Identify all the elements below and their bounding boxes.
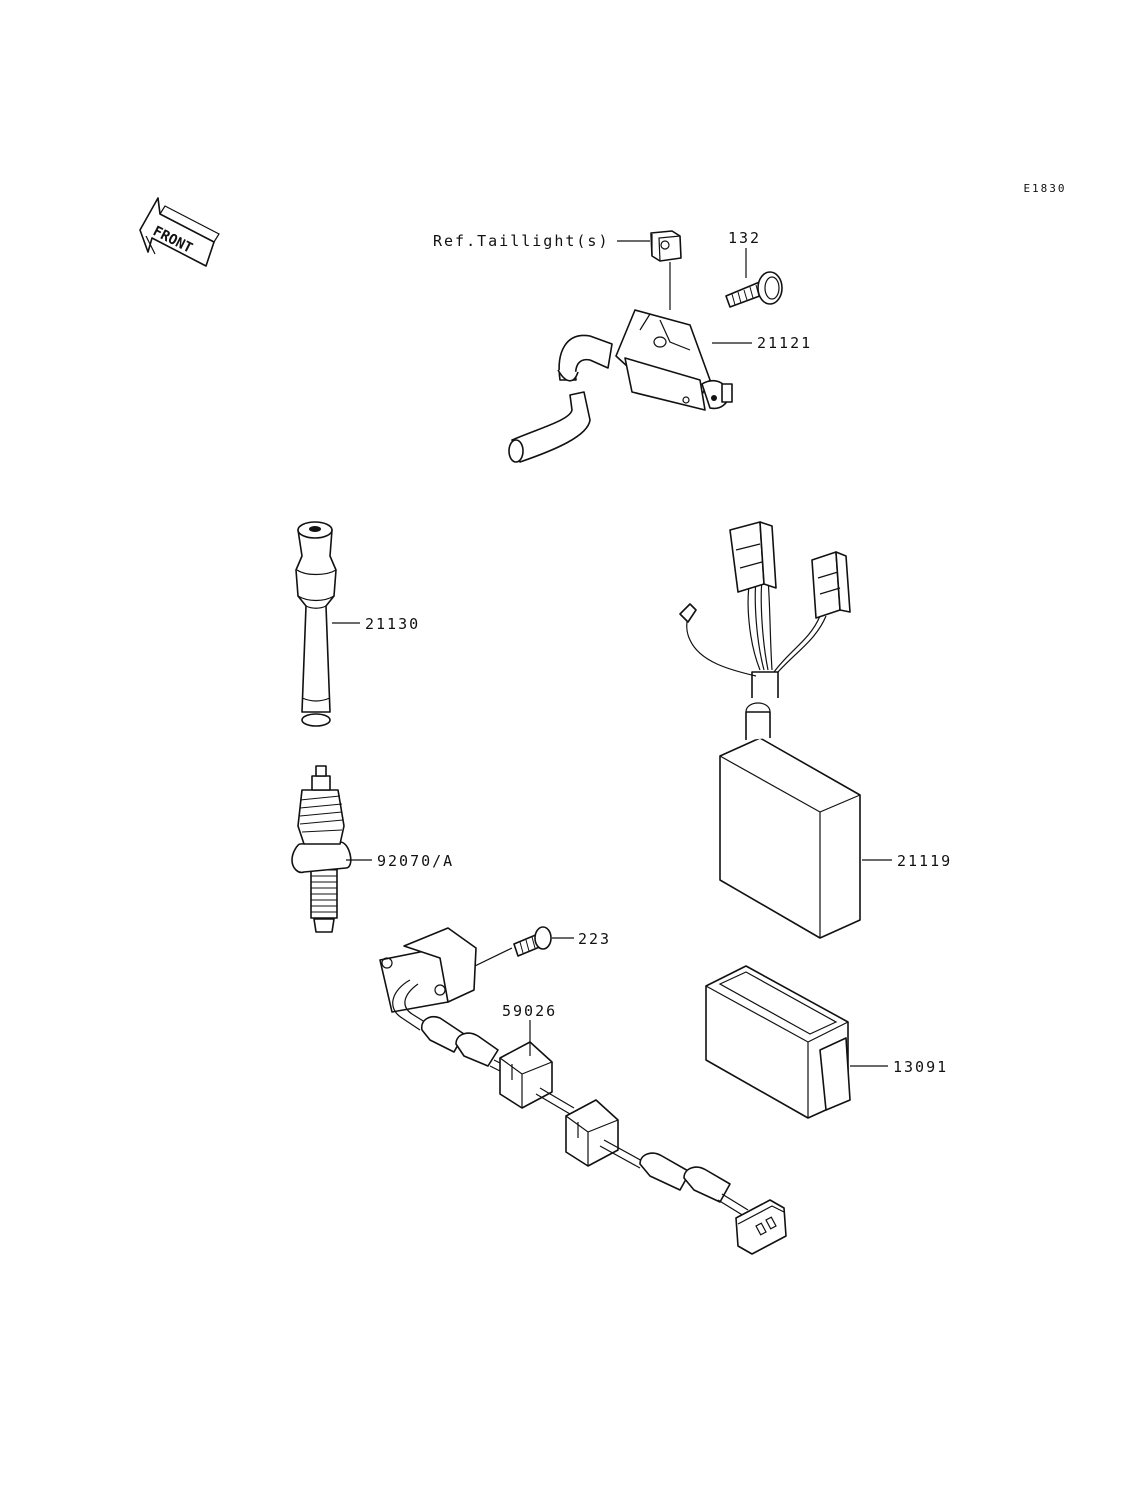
ignition-coil-21121 [508, 309, 733, 463]
label-132: 132 [728, 229, 761, 247]
taillight-nut [650, 230, 682, 262]
label-21130: 21130 [365, 615, 420, 633]
igniter-21119 [679, 521, 861, 939]
diagram-code: E1830 [1023, 182, 1066, 195]
label-59026: 59026 [502, 1002, 557, 1020]
label-92070: 92070/A [377, 852, 454, 870]
label-21121: 21121 [757, 334, 812, 352]
label-21119: 21119 [897, 852, 952, 870]
screw-223 [513, 926, 552, 957]
case-13091 [705, 965, 851, 1119]
label-13091: 13091 [893, 1058, 948, 1076]
label-223: 223 [578, 930, 611, 948]
label-ref-taillight: Ref.Taillight(s) [433, 232, 610, 250]
pickup-coil-59026 [379, 927, 787, 1255]
plug-cap-21130 [295, 521, 337, 727]
bolt-132 [725, 271, 783, 308]
spark-plug-92070 [291, 765, 352, 933]
front-arrow-icon: FRONT [139, 197, 220, 267]
